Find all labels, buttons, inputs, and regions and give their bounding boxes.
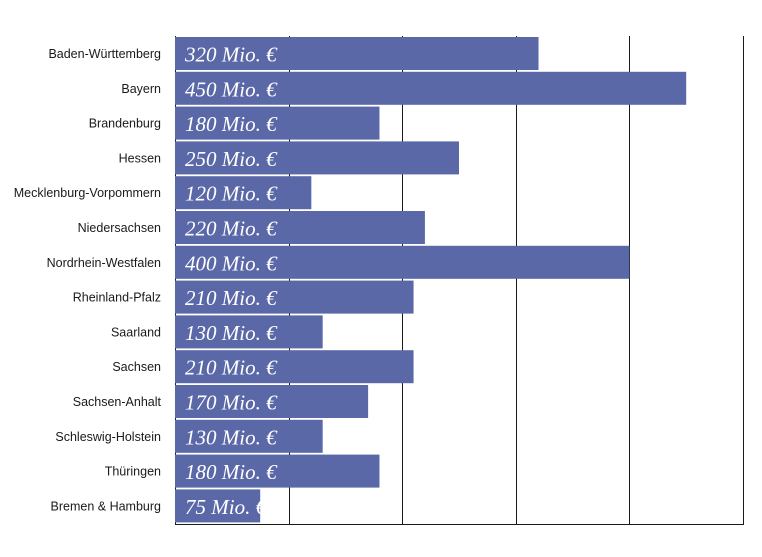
bar-4 — [175, 176, 312, 210]
category-label-11: Schleswig-Holstein — [55, 430, 161, 444]
bar-value-label-7: 210 Mio. € — [185, 286, 278, 310]
bar-value-label-4: 120 Mio. € — [185, 182, 278, 206]
bar-value-label-12: 180 Mio. € — [185, 460, 278, 484]
bar-6 — [175, 245, 630, 279]
category-label-4: Mecklenburg-Vorpommern — [14, 186, 161, 200]
category-label-1: Bayern — [121, 82, 161, 96]
bar-value-label-3: 250 Mio. € — [185, 147, 278, 171]
bar-value-label-11: 130 Mio. € — [185, 425, 278, 449]
category-label-8: Saarland — [111, 325, 161, 339]
bar-11 — [175, 419, 323, 453]
bar-2 — [175, 106, 380, 140]
category-label-12: Thüringen — [105, 465, 161, 479]
bar-8 — [175, 315, 323, 349]
bar-1 — [175, 71, 687, 105]
bar-value-label-9: 210 Mio. € — [185, 356, 278, 380]
bar-value-label-10: 170 Mio. € — [185, 391, 278, 415]
bar-value-label-1: 450 Mio. € — [185, 77, 278, 101]
category-label-10: Sachsen-Anhalt — [73, 395, 162, 409]
bars — [175, 37, 687, 523]
bar-7 — [175, 280, 414, 314]
bar-9 — [175, 350, 414, 384]
bar-0 — [175, 37, 539, 70]
category-label-3: Hessen — [119, 151, 161, 165]
bar-5 — [175, 211, 425, 244]
category-labels: Baden-WürttembergBayernBrandenburgHessen… — [14, 47, 162, 513]
bar-3 — [175, 141, 459, 175]
bar-value-labels: 320 Mio. € 450 Mio. € 180 Mio. € 250 Mio. €… — [184, 43, 278, 519]
bar-value-label-2: 180 Mio. € — [185, 112, 278, 136]
category-label-9: Sachsen — [112, 360, 161, 374]
bar-12 — [175, 454, 380, 488]
bar-value-label-6: 400 Mio. € — [185, 251, 278, 275]
bar-value-label-13: 75 Mio. € — [185, 495, 268, 519]
bar-13 — [175, 489, 261, 523]
category-label-0: Baden-Württemberg — [48, 47, 161, 61]
category-label-7: Rheinland-Pfalz — [73, 291, 161, 305]
bar-value-label-0: 320 Mio. € — [184, 43, 278, 67]
category-label-6: Nordrhein-Westfalen — [47, 256, 161, 270]
category-label-2: Brandenburg — [89, 117, 161, 131]
category-label-13: Bremen & Hamburg — [51, 499, 162, 513]
bar-value-label-5: 220 Mio. € — [185, 217, 278, 241]
bar-10 — [175, 385, 369, 418]
bar-value-label-8: 130 Mio. € — [185, 321, 278, 345]
category-label-5: Niedersachsen — [78, 221, 161, 235]
